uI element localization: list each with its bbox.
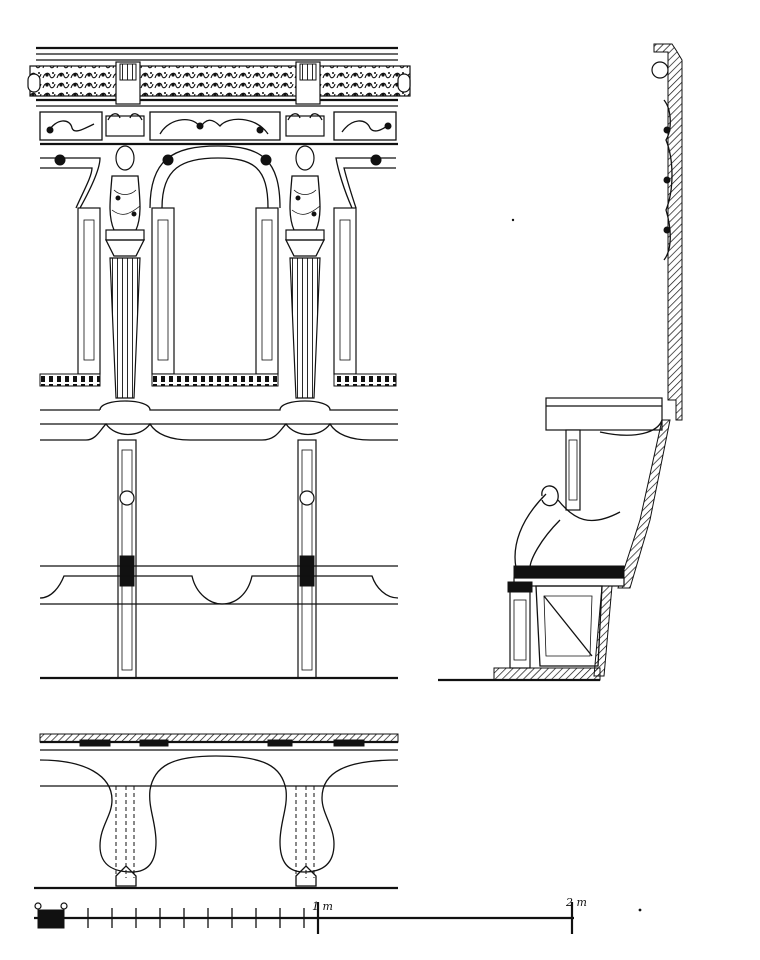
cornice [27, 46, 411, 107]
arcade [40, 145, 396, 209]
plan-view [34, 733, 399, 890]
minor-pilasters [77, 207, 357, 375]
front-elevation [27, 46, 411, 680]
scale-label-2m: 2 m [565, 896, 587, 909]
scale-ticks [87, 902, 574, 934]
caryatid-column-left [104, 113, 146, 399]
dentil-band [39, 373, 397, 387]
speck [511, 218, 515, 222]
scale-bar: 1 m 2 m [34, 896, 587, 934]
frieze [39, 111, 398, 146]
side-section [438, 43, 683, 682]
seat-rail [40, 400, 398, 441]
scale-label-1m: 1 m [312, 900, 333, 913]
speck [638, 908, 642, 912]
caryatid-column-right [284, 113, 326, 399]
lower-legs [117, 439, 317, 679]
lower-stretcher [39, 565, 399, 680]
